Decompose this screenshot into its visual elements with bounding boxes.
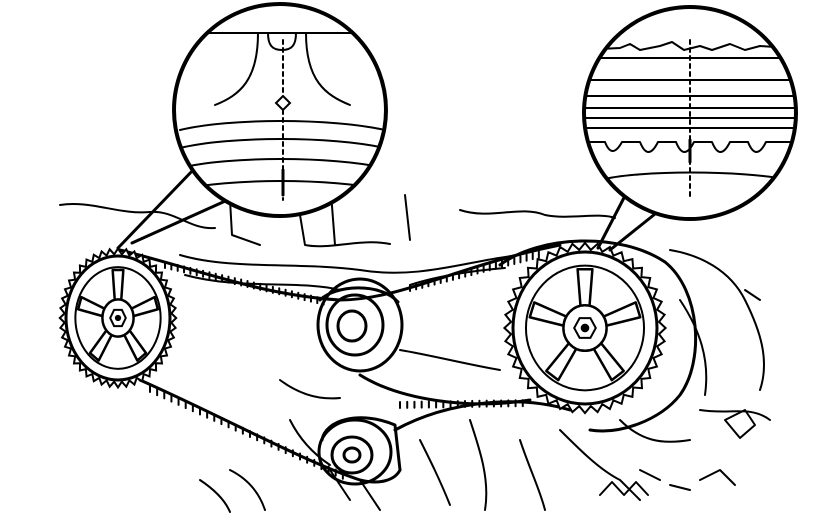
- idler-pulley: [316, 277, 404, 373]
- right-pulley-center: [580, 323, 590, 333]
- magnifier-callout-icon: [582, 5, 798, 221]
- left-camshaft-pulley: [58, 246, 178, 390]
- left-pulley-spoke: [111, 268, 125, 303]
- engine-block-outline: [59, 179, 771, 513]
- belt-cover: [498, 239, 698, 433]
- callout-right-leader: [596, 188, 662, 252]
- left-pulley-inner-rim: [74, 266, 162, 370]
- timing-mark-diamond-icon: [274, 94, 292, 112]
- timing-belt-teeth: [149, 250, 540, 480]
- right-camshaft-pulley: [502, 241, 668, 415]
- detail-right-callout: [582, 5, 798, 252]
- callout-left-leader: [116, 166, 234, 250]
- magnifier-callout-icon: [172, 2, 388, 218]
- detail-right-content: [584, 39, 796, 201]
- right-pulley-inner-rim: [524, 264, 646, 392]
- tensioner-pulley: [317, 416, 402, 486]
- right-pulley-spoke: [576, 267, 594, 309]
- left-pulley-center: [114, 314, 122, 322]
- detail-left-callout: [116, 2, 388, 250]
